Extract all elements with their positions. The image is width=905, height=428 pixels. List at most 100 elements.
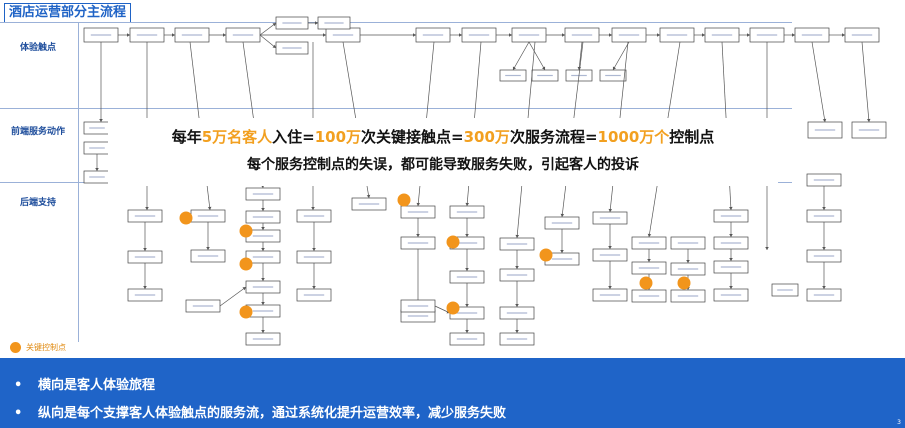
- banner-segment: 控制点: [669, 128, 715, 146]
- page-number: 3: [897, 419, 901, 426]
- flow-arrowhead: [95, 168, 99, 171]
- flow-arrowhead: [143, 248, 147, 251]
- flow-arrowhead: [207, 206, 212, 210]
- flow-arrow: [612, 41, 630, 71]
- key-control-point: [397, 193, 411, 207]
- flow-arrowhead: [465, 330, 469, 333]
- flow-arrowhead: [608, 246, 612, 249]
- key-control-point: [239, 305, 253, 319]
- flow-arrowhead: [416, 202, 421, 206]
- flow-arrowhead: [465, 268, 469, 271]
- flow-arrowhead: [315, 21, 318, 25]
- key-message-banner: 每年5万名客人入住=100万次关键接触点=300万次服务流程=1000万个控制点…: [108, 118, 778, 186]
- flow-arrowhead: [792, 33, 795, 37]
- flow-arrowhead: [459, 33, 462, 37]
- flow-arrowhead: [609, 33, 612, 37]
- page-title: 酒店运营部分主流程: [4, 3, 132, 23]
- flow-arrowhead: [612, 66, 617, 70]
- flow-arrowhead: [515, 234, 520, 238]
- flow-arrowhead: [323, 33, 326, 37]
- flow-arrowhead: [866, 118, 871, 122]
- flow-arrowhead: [842, 33, 845, 37]
- flow-arrowhead: [127, 33, 130, 37]
- flow-arrowhead: [822, 207, 826, 210]
- flow-arrowhead: [272, 23, 276, 27]
- flow-arrowhead: [515, 330, 519, 333]
- flow-arrowhead: [312, 286, 316, 289]
- banner-highlight: 1000万个: [597, 128, 670, 146]
- legend-label: 关键控制点: [26, 343, 66, 352]
- key-control-point: [539, 248, 553, 262]
- banner-segment: 次关键接触点=: [361, 128, 464, 146]
- flow-arrow: [259, 34, 277, 49]
- flow-arrowhead: [272, 44, 276, 48]
- banner-highlight: 300万: [463, 128, 510, 146]
- flow-arrowhead: [261, 278, 265, 281]
- flow-arrowhead: [560, 250, 564, 253]
- flow-arrowhead: [729, 234, 733, 237]
- banner-line-2: 每个服务控制点的失误，都可能导致服务失败，引起客人的投诉: [247, 157, 639, 173]
- flow-arrowhead: [223, 33, 226, 37]
- flow-arrowhead: [416, 234, 420, 237]
- flow-arrow: [578, 41, 583, 71]
- flow-arrowhead: [99, 119, 103, 122]
- flow-arrowhead: [261, 330, 265, 333]
- flow-arrowhead: [577, 66, 582, 70]
- bullet-text: 横向是客人体验旅程: [38, 378, 156, 393]
- bullet-vertical: •纵向是每个支撑客人体验触点的服务流，通过系统化提升运营效率，减少服务失败: [14, 406, 507, 421]
- flow-arrowhead: [541, 66, 546, 70]
- flow-arrowhead: [465, 234, 469, 237]
- key-control-point: [446, 235, 460, 249]
- flow-arrowhead: [608, 286, 612, 289]
- lane-label-touchpoint: 体验触点: [19, 43, 56, 53]
- key-control-point-icon: [10, 342, 21, 353]
- banner-segment: 入住=: [272, 128, 315, 146]
- key-control-point: [239, 257, 253, 271]
- flow-arrow: [219, 286, 247, 307]
- flow-arrowhead: [747, 33, 750, 37]
- flow-arrowhead: [261, 248, 265, 251]
- flow-arrowhead: [686, 260, 690, 263]
- lane-label-backend: 后端支持: [19, 198, 56, 208]
- flow-arrowhead: [560, 213, 565, 217]
- banner-segment: 每年: [171, 128, 202, 146]
- flow-arrowhead: [172, 33, 175, 37]
- flow-arrowhead: [509, 33, 512, 37]
- flow-arrow: [528, 41, 546, 71]
- lane-header-separator: [78, 22, 79, 342]
- flow-arrowhead: [608, 208, 613, 212]
- flow-arrowhead: [465, 304, 469, 307]
- flow-arrow: [811, 41, 826, 123]
- bullet-horizontal: •横向是客人体验旅程: [14, 378, 156, 393]
- flow-arrowhead: [515, 304, 519, 307]
- flow-arrowhead: [822, 286, 826, 289]
- bullet-text: 纵向是每个支撑客人体验触点的服务流，通过系统化提升运营效率，减少服务失败: [38, 406, 507, 421]
- banner-segment: 次服务流程=: [509, 128, 598, 146]
- flow-arrowhead: [261, 227, 265, 230]
- key-control-point: [639, 276, 653, 290]
- banner-line-1: 每年5万名客人入住=100万次关键接触点=300万次服务流程=1000万个控制点: [108, 126, 778, 147]
- flow-arrowhead: [657, 33, 660, 37]
- flow-arrowhead: [647, 259, 651, 262]
- flow-arrowhead: [242, 287, 246, 291]
- lane-divider: [0, 22, 792, 23]
- banner-highlight: 5万名客人: [201, 128, 273, 146]
- flow-arrowhead: [145, 207, 149, 210]
- key-control-point: [239, 224, 253, 238]
- flow-arrowhead: [143, 286, 147, 289]
- flow-arrowhead: [765, 247, 769, 250]
- key-control-point: [179, 211, 193, 225]
- summary-band: •横向是客人体验旅程 •纵向是每个支撑客人体验触点的服务流，通过系统化提升运营效…: [0, 358, 905, 428]
- flow-arrowhead: [822, 118, 827, 122]
- flow-arrowhead: [413, 33, 416, 37]
- flow-arrowhead: [261, 302, 265, 305]
- key-control-point: [446, 301, 460, 315]
- flow-arrowhead: [311, 207, 315, 210]
- flow-arrowhead: [647, 233, 652, 237]
- flow-arrow: [512, 41, 530, 71]
- flow-arrowhead: [729, 258, 733, 261]
- flow-arrowhead: [465, 202, 470, 206]
- flow-arrow: [861, 41, 870, 123]
- flow-arrow: [259, 22, 277, 36]
- flow-arrowhead: [261, 208, 265, 211]
